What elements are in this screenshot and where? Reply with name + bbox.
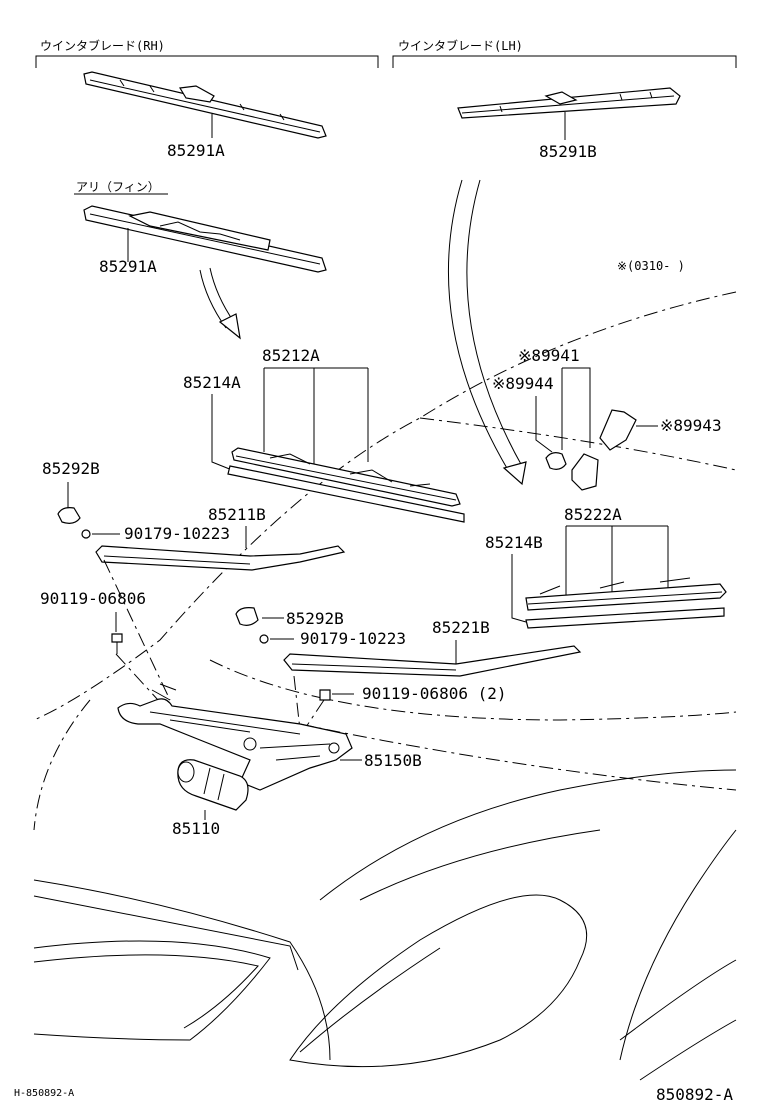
wiper-linkage xyxy=(117,683,353,791)
label-85150B: 85150B xyxy=(364,751,422,770)
label-89943: ※89943 xyxy=(660,416,722,435)
label-85211B: 85211B xyxy=(208,505,266,524)
clip-parts: ※89941 ※89944 ※89943 xyxy=(492,346,722,491)
label-90119-left: 90119-06806 xyxy=(40,589,146,608)
label-85221B: 85221B xyxy=(432,618,490,637)
footer-code-left: H-850892-A xyxy=(14,1088,74,1099)
label-85291A-alt: 85291A xyxy=(99,257,157,276)
cap-nut-mid: 85292B 90179-10223 xyxy=(235,607,406,648)
label-85212A: 85212A xyxy=(262,346,320,365)
label-85292B-mid: 85292B xyxy=(286,609,344,628)
car-body xyxy=(33,769,737,1081)
label-85291A-top: 85291A xyxy=(167,141,225,160)
blade-lh: 85291B xyxy=(457,87,681,161)
label-89941: ※89941 xyxy=(518,346,580,365)
label-90179-mid: 90179-10223 xyxy=(300,629,406,648)
header-rh: ウインタブレード(RH) xyxy=(35,38,379,68)
blade-assembly-lh: 85222A 85214B xyxy=(485,505,727,629)
wiper-motor xyxy=(177,759,249,811)
header-rh-label: ウインタブレード(RH) xyxy=(40,38,165,53)
label-85110: 85110 xyxy=(172,819,220,838)
label-85222A: 85222A xyxy=(564,505,622,524)
label-85292B-left: 85292B xyxy=(42,459,100,478)
label-90119-mid: 90119-06806 (2) xyxy=(362,684,507,703)
arrow-right-icon xyxy=(447,179,527,486)
arrow-left-icon xyxy=(199,267,241,340)
blade-rh: 85291A xyxy=(83,71,327,160)
label-90179-left: 90179-10223 xyxy=(124,524,230,543)
alt-note: アリ（フィン） xyxy=(76,180,160,194)
date-range-note: ※(0310- ) xyxy=(617,259,685,273)
label-89944: ※89944 xyxy=(492,374,554,393)
blade-assembly-rh: 85212A 85214A xyxy=(183,346,465,523)
blade-alt: アリ（フィン） 85291A xyxy=(74,180,327,276)
label-85214A: 85214A xyxy=(183,373,241,392)
bolt-left: 90119-06806 xyxy=(40,559,171,701)
motor-labels: 85150B 85110 xyxy=(172,751,422,838)
header-lh: ウインタブレード(LH) xyxy=(392,38,737,68)
footer-code-right: 850892-A xyxy=(656,1085,733,1104)
wiper-arm-lh: 85221B xyxy=(283,618,582,731)
wiper-arm-rh: 85211B xyxy=(95,505,346,571)
cap-nut-left: 85292B 90179-10223 xyxy=(42,459,230,543)
header-lh-label: ウインタブレード(LH) xyxy=(398,38,523,53)
label-85214B: 85214B xyxy=(485,533,543,552)
label-85291B: 85291B xyxy=(539,142,597,161)
